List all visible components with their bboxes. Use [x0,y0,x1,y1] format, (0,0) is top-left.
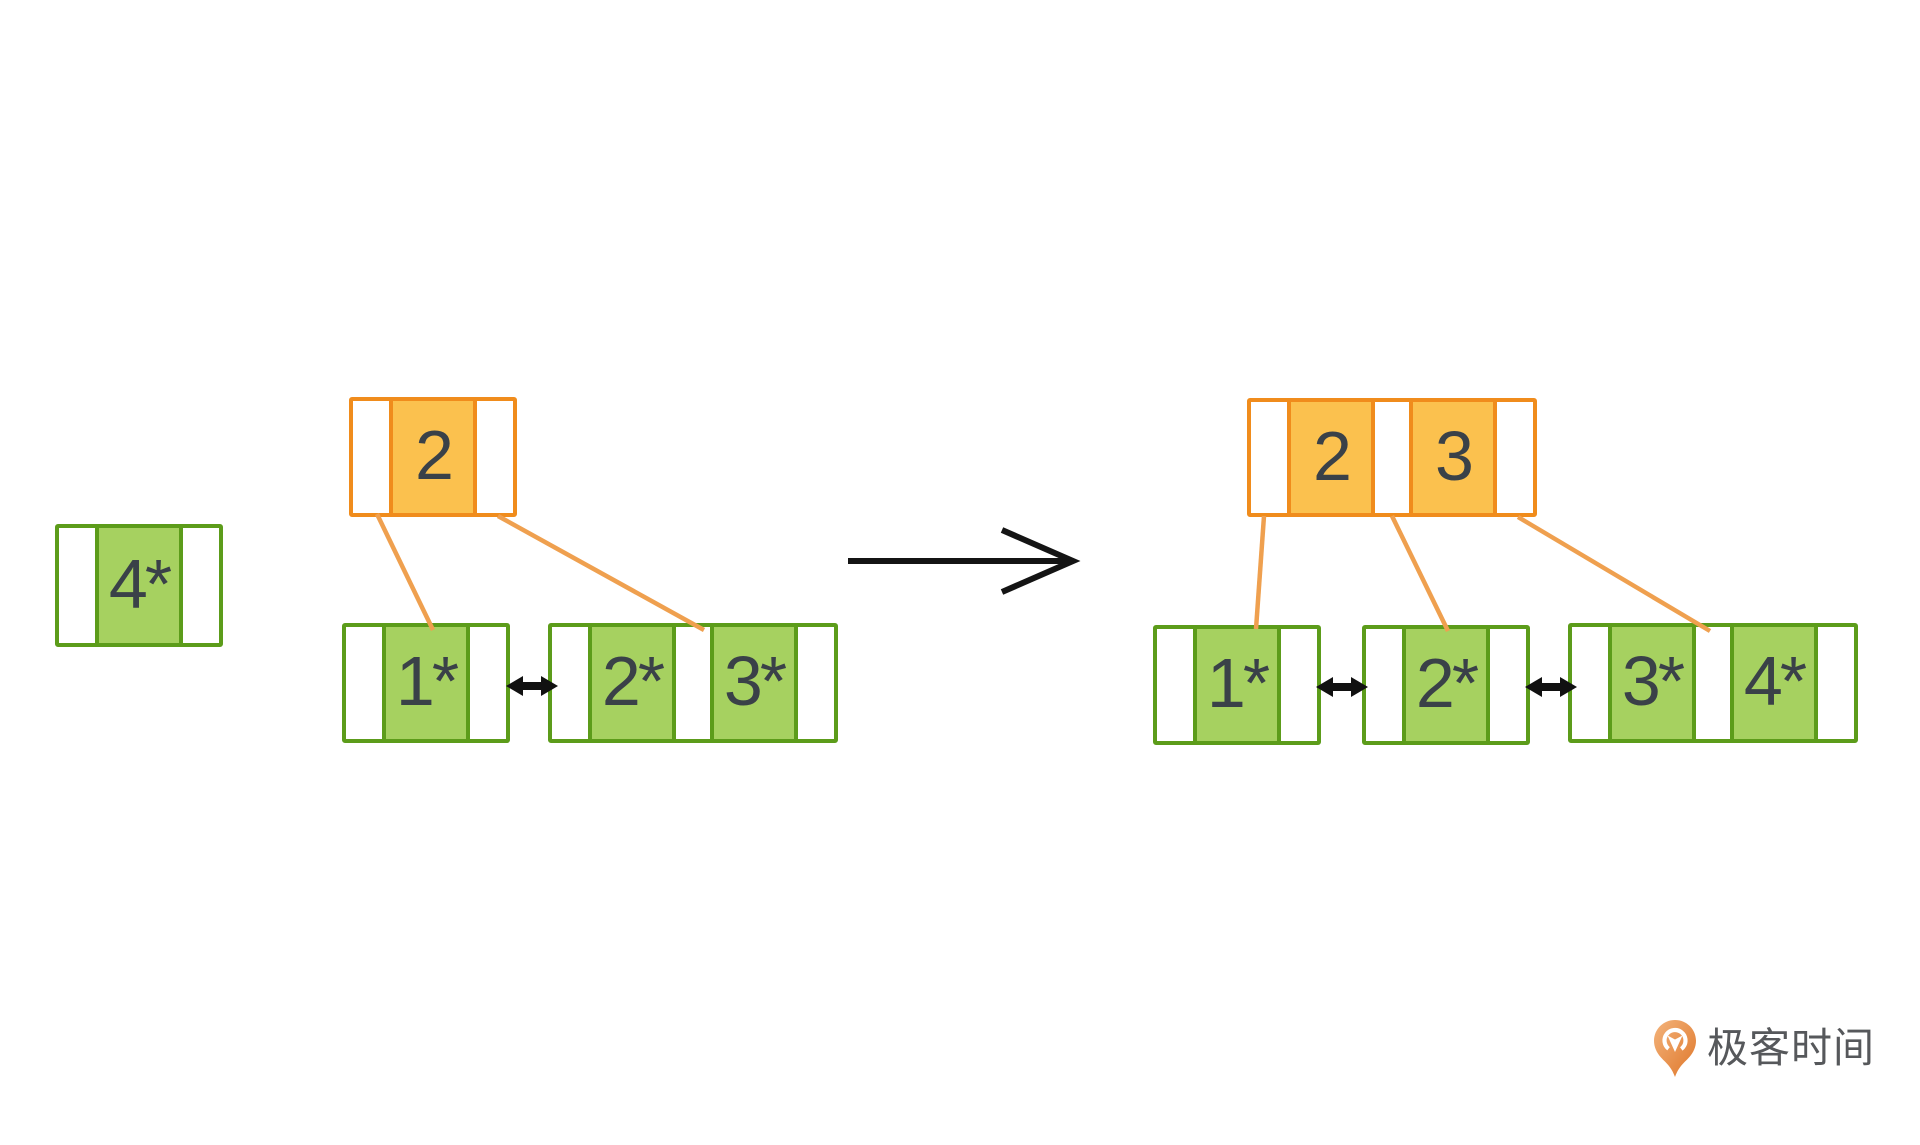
pointer-slot [1818,627,1854,739]
key-label: 4* [1743,642,1807,720]
key-cell: 2* [588,627,676,739]
key-cell: 3* [710,627,798,739]
pointer-line [1389,515,1451,632]
key-cell: 4* [95,528,183,643]
key-cell: 2 [389,401,477,513]
key-cell: 4* [1730,627,1818,739]
pointer-slot [1251,402,1287,513]
pointer-slot [59,528,95,643]
pointer-slot [1375,402,1409,513]
pointer-slot [798,627,834,739]
key-label: 1* [395,642,459,720]
key-label: 1* [1206,644,1270,722]
pointer-slot [1497,402,1533,513]
pointer-line [1253,515,1267,630]
key-cell: 3 [1409,402,1497,513]
key-label: 3* [723,642,787,720]
key-cell: 2* [1402,629,1490,741]
pointer-slot [676,627,710,739]
key-label: 4* [108,544,172,623]
key-label: 2* [601,642,665,720]
pointer-slot [183,528,219,643]
before-leaf-node-1: 1* [342,623,510,743]
key-cell: 2 [1287,402,1375,513]
before-leaf-node-2-3: 2* 3* [548,623,838,743]
pointer-slot [552,627,588,739]
pointer-slot [477,401,513,513]
key-cell: 1* [1193,629,1281,741]
key-label: 2* [1415,644,1479,722]
pointer-slot [1572,627,1608,739]
pointer-line [374,513,436,631]
key-cell: 1* [382,627,470,739]
before-root-node: 2 [349,397,517,517]
geektime-logo: 极客时间 [1652,1018,1875,1078]
orphan-record-node-4: 4* [55,524,223,647]
geektime-logo-text: 极客时间 [1707,1024,1875,1071]
key-label: 2 [415,416,454,494]
key-label: 3 [1435,416,1474,495]
pointer-slot [1157,629,1193,741]
transform-arrow-icon [848,527,1081,595]
pointer-slot [470,627,506,739]
pointer-slot [1490,629,1526,741]
pointer-slot [1366,629,1402,741]
double-arrow-icon [1316,677,1368,697]
pointer-slot [1281,629,1317,741]
pointer-line [1516,515,1712,633]
key-label: 2 [1313,416,1352,495]
key-cell: 3* [1608,627,1696,739]
logo-cursor [1667,1035,1683,1052]
after-leaf-node-1: 1* [1153,625,1321,745]
pointer-slot [353,401,389,513]
after-leaf-node-3-4: 3* 4* [1568,623,1858,743]
after-leaf-node-2: 2* [1362,625,1530,745]
pointer-line [496,514,706,632]
key-label: 3* [1621,642,1685,720]
after-root-node: 2 3 [1247,398,1537,517]
geektime-logo-icon [1654,1020,1696,1077]
tree-pointer-lines [374,513,1712,633]
pointer-slot [1696,627,1730,739]
pointer-slot [346,627,382,739]
transform-arrow-head [1000,527,1081,595]
